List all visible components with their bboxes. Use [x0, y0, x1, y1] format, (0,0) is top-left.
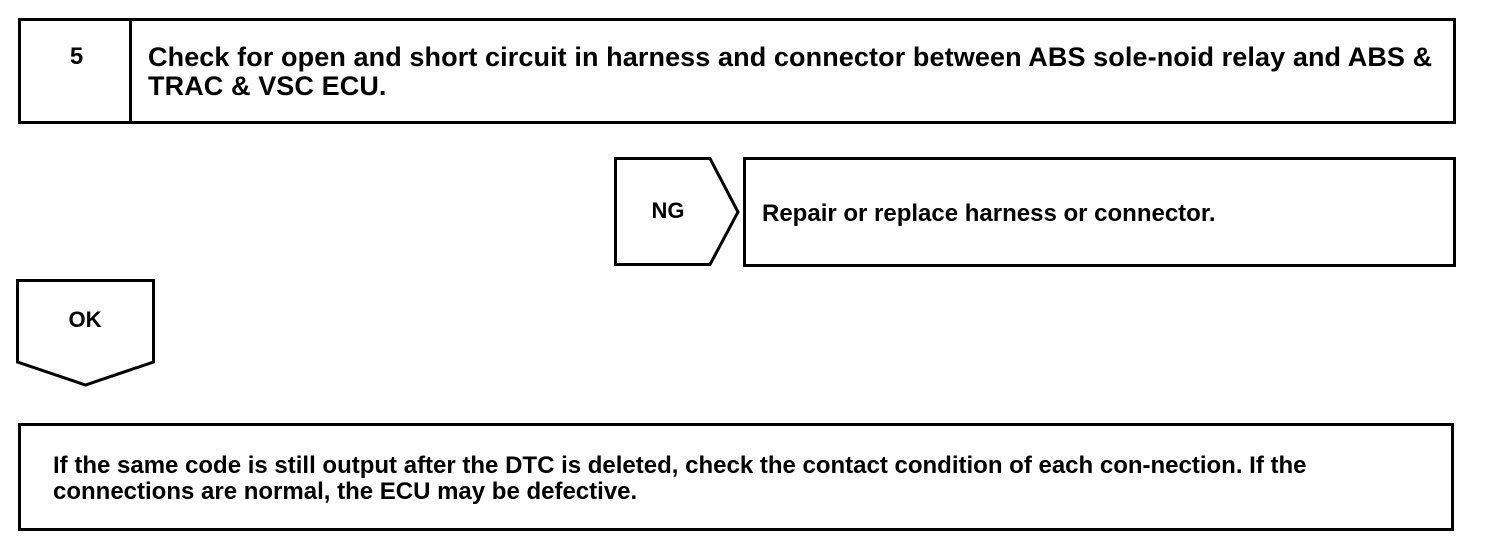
step-number: 5	[69, 43, 84, 70]
final-box: If the same code is still output after t…	[18, 423, 1454, 531]
ok-label: OK	[68, 307, 102, 332]
step-instruction: Check for open and short circuit in harn…	[148, 42, 1433, 101]
step-box: 5 Check for open and short circuit in ha…	[18, 18, 1456, 124]
final-instruction: If the same code is still output after t…	[53, 452, 1307, 505]
step-number-cell: 5	[21, 21, 132, 121]
ng-arrow-icon	[614, 157, 740, 266]
ng-result-text: Repair or replace harness or connector.	[762, 200, 1216, 227]
ok-arrow-icon	[16, 279, 155, 387]
ng-label: NG	[651, 198, 685, 223]
ng-result-box: Repair or replace harness or connector.	[743, 157, 1456, 267]
